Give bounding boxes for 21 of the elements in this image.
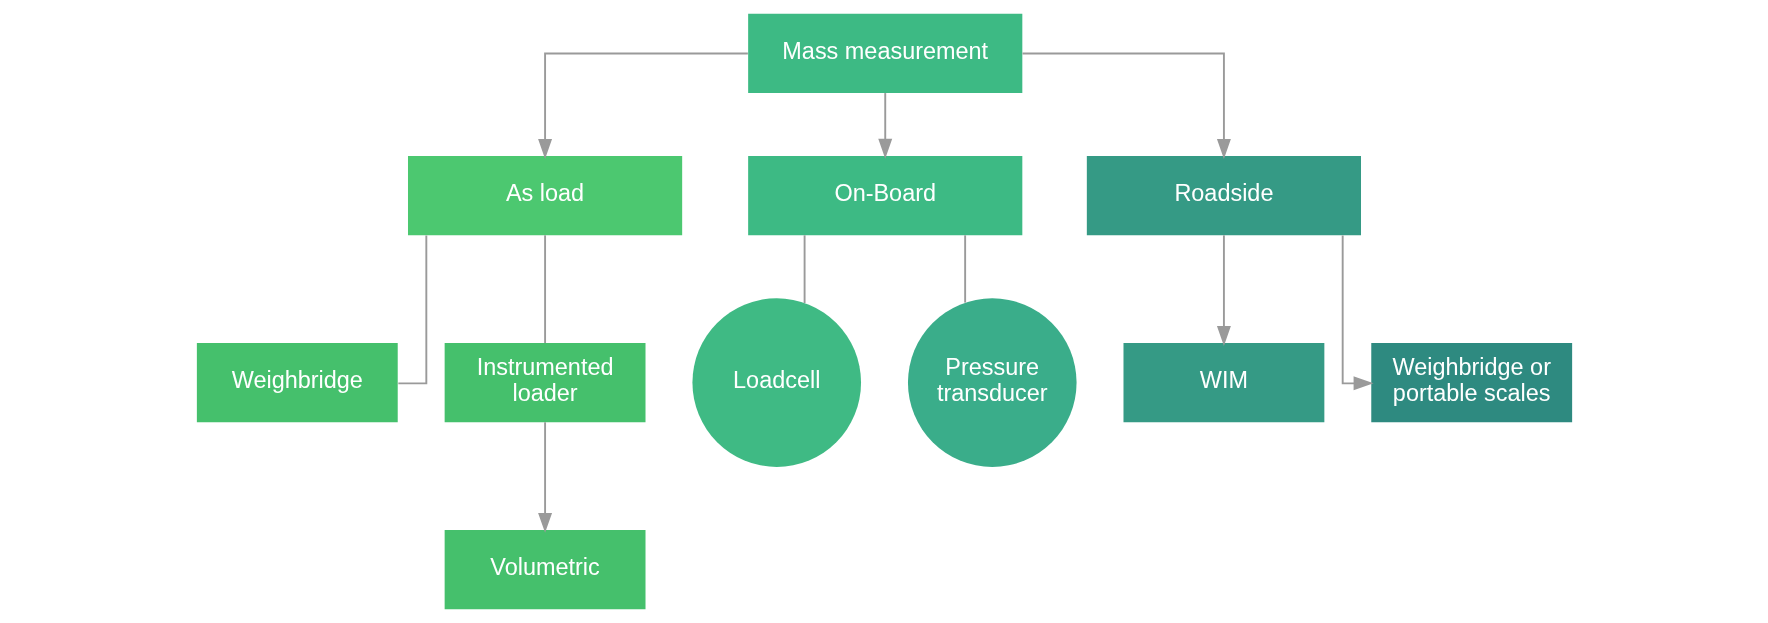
node-box: Instrumented loader	[444, 343, 645, 423]
node-box: Mass measurement	[747, 13, 1022, 94]
arrow	[1341, 234, 1374, 391]
node-circle: Loadcell	[691, 298, 861, 467]
node-box: On-Board	[747, 156, 1022, 236]
arrow	[877, 92, 892, 159]
connector	[543, 234, 546, 344]
node-box: WIM	[1123, 343, 1324, 423]
node-box: Volumetric	[444, 529, 645, 610]
arrow	[1021, 52, 1231, 159]
connector	[803, 234, 806, 304]
arrow	[537, 421, 552, 533]
connector	[396, 234, 427, 385]
connector	[963, 234, 966, 304]
arrow	[1216, 234, 1231, 346]
node-box: Roadside	[1086, 156, 1361, 236]
arrow	[537, 52, 749, 159]
node-circle: Pressure transducer	[907, 298, 1077, 467]
node-box: As load	[407, 156, 682, 236]
node-box: Weighbridge	[196, 343, 398, 423]
node-box: Weighbridge or portable scales	[1370, 343, 1572, 423]
